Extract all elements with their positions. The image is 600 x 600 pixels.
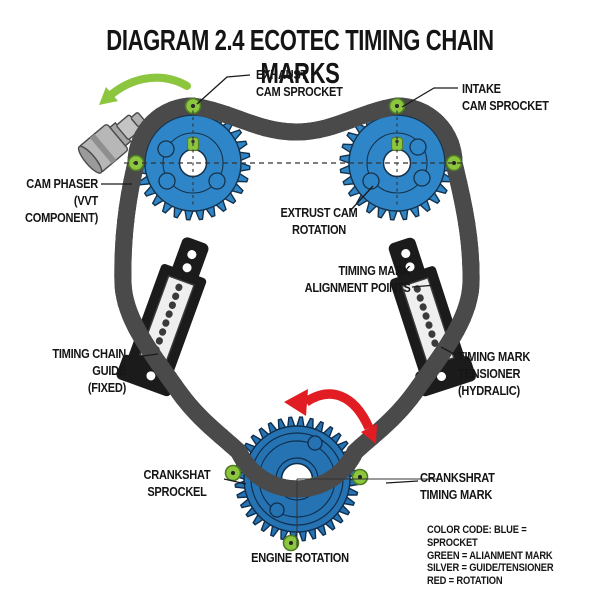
label-timing-mark-tensioner: TIMING MARK TENSIONER (HYDRALIC) [458, 349, 531, 398]
label-timing-chain-guide: TIMING CHAIN GUIDE (FIXED) [52, 346, 126, 395]
label-exhaust-cam-sprocket: EXHAUST CAM SPROCKET [256, 67, 343, 99]
label-crankshaft-sprocket: CRANKSHAT SPROCKEL [143, 467, 211, 499]
red-arrow-icon [284, 389, 377, 444]
pointer-lines [101, 74, 458, 485]
label-cam-phaser: CAM PHASER (VVT COMPONENT) [25, 176, 99, 225]
label-exhaust-cam-rotation: EXTRUST CAM ROTATION [280, 205, 358, 237]
alignment-reference-lines [124, 104, 466, 547]
green-arrow-icon [99, 73, 191, 105]
label-intake-cam-sprocket: INTAKE CAM SPROCKET [462, 81, 549, 113]
page-title: DIAGRAM 2.4 ECOTEC TIMING CHAIN MARKS [106, 25, 494, 90]
green-link-pins [134, 104, 456, 545]
timing-chain-graphic [123, 97, 471, 489]
label-engine-rotation: ENGINE ROTATION [251, 550, 349, 565]
color-code-legend: COLOR CODE: BLUE = SPROCKET GREEN = ALIA… [427, 524, 554, 588]
label-crankshaft-timing-mark: CRANKSHRAT TIMING MARK [420, 470, 495, 502]
label-timing-mark-alignment: TIMING MARK ALIGNMENT POINTS [304, 263, 410, 295]
